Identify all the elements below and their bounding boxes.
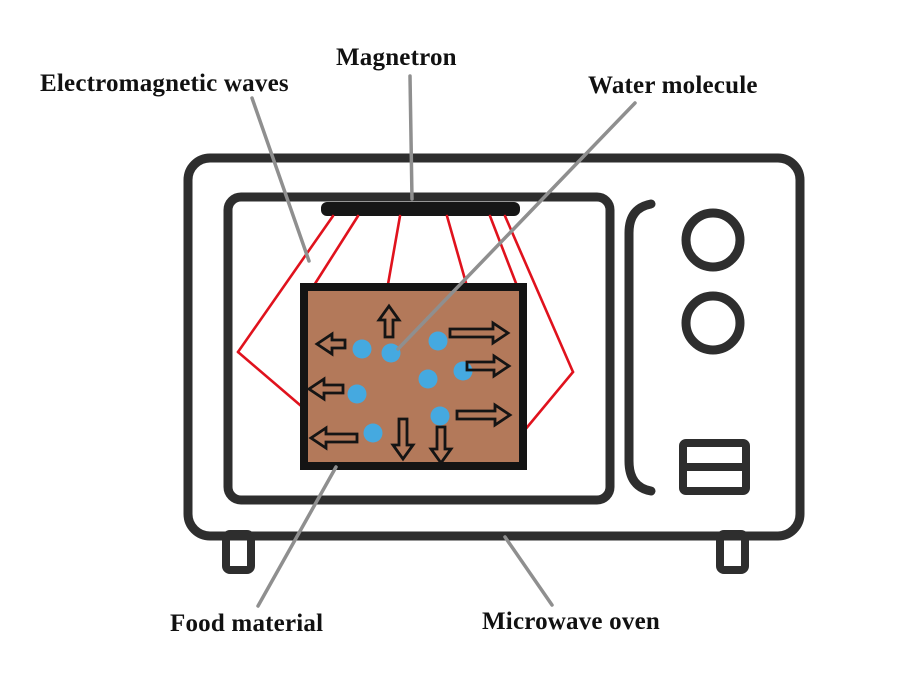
wave-line: [385, 214, 402, 292]
label-water-molecule: Water molecule: [588, 72, 758, 99]
door-button: [679, 439, 750, 495]
arrow-up-icon: [376, 303, 402, 339]
label-microwave-oven: Microwave oven: [482, 608, 660, 635]
door-window-outline: [223, 192, 615, 505]
label-electromagnetic-waves: Electromagnetic waves: [40, 70, 289, 97]
water-molecule: [428, 331, 448, 351]
water-molecules-group: [347, 331, 473, 443]
food-box: [300, 283, 527, 470]
wave-line: [503, 214, 575, 374]
water-molecule: [352, 339, 372, 359]
arrow-right-icon: [455, 402, 513, 428]
leader-line-magnetron: [408, 74, 414, 201]
leader-line-electromagnetic-waves: [250, 96, 311, 263]
leader-line-food-material: [256, 465, 338, 608]
water-molecule: [363, 423, 383, 443]
knob-bottom: [681, 291, 745, 355]
wave-line: [488, 214, 521, 293]
escape-arrows-group: [306, 303, 513, 466]
leader-line-water-molecule: [396, 101, 637, 351]
arrow-left-icon: [314, 331, 347, 357]
knob-top: [681, 208, 745, 272]
magnetron-bar: [321, 202, 520, 216]
wave-line: [522, 370, 575, 433]
leader-lines-group: [250, 74, 637, 608]
microwave-body-outline: [183, 153, 805, 541]
foot-right: [716, 530, 749, 574]
wave-line: [236, 214, 335, 354]
water-molecule: [418, 369, 438, 389]
arrow-left-icon: [308, 425, 359, 451]
arrow-left-icon: [306, 376, 345, 402]
label-magnetron: Magnetron: [336, 44, 457, 71]
water-molecule: [347, 384, 367, 404]
arrow-down-icon: [428, 425, 454, 466]
water-molecule: [381, 343, 401, 363]
water-molecule: [430, 406, 450, 426]
foot-left: [222, 530, 255, 574]
label-food-material: Food material: [170, 610, 324, 637]
arrow-right-icon: [448, 320, 511, 346]
wave-line: [236, 350, 309, 413]
arrow-down-icon: [390, 417, 416, 462]
control-panel-divider: [624, 199, 656, 496]
arrow-right-icon: [465, 353, 512, 379]
wave-line: [309, 214, 360, 292]
leader-line-microwave-oven: [503, 535, 554, 607]
